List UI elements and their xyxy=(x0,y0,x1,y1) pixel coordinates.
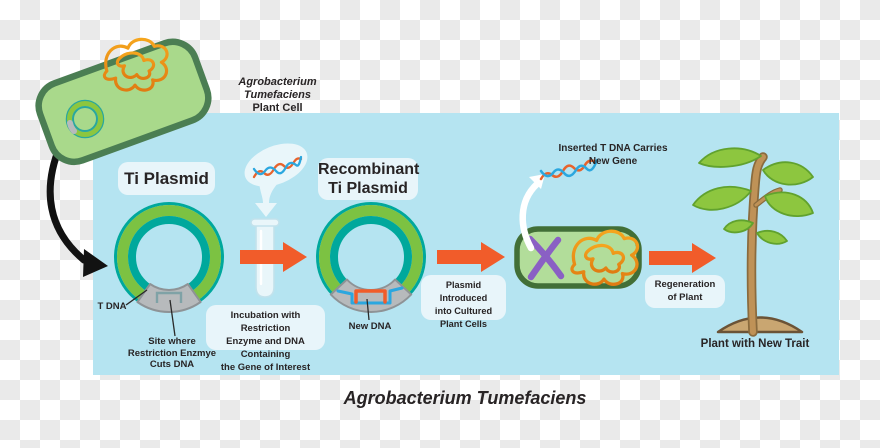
recombinant-title-line1: Recombinant xyxy=(318,161,420,178)
bacterium-cell xyxy=(35,37,212,166)
leaf-upper-right xyxy=(762,161,814,186)
t-dna-sector-recombinant xyxy=(329,278,413,313)
t-dna-sector xyxy=(136,283,202,313)
soil-mound xyxy=(716,316,804,334)
leaf-right xyxy=(764,191,814,218)
new-dna-pointer-line xyxy=(366,298,370,321)
inserted-line2: New Gene xyxy=(588,156,638,167)
restriction-cut-notch xyxy=(155,291,183,303)
arrow-bacterium-to-plasmid xyxy=(46,142,108,277)
dna-helix-gene-icon xyxy=(252,155,303,179)
arrow-regenerate xyxy=(649,243,716,273)
regeneration-line2: of Plant xyxy=(667,292,703,303)
ti-plasmid-title-box: Ti Plasmid xyxy=(118,162,215,195)
recombinant-title-line2: Ti Plasmid xyxy=(328,180,408,197)
gene-of-interest-blob xyxy=(244,143,308,217)
leaf-left xyxy=(692,185,752,211)
new-dna-insert xyxy=(336,286,404,305)
leaf-small-right xyxy=(756,229,788,245)
inserted-dna-label: Inserted T DNA Carries New Gene xyxy=(553,142,673,168)
cut-site-line3: Cuts DNA xyxy=(149,359,195,370)
arrow-introduce xyxy=(437,242,505,272)
bacterium-dna-tangle xyxy=(102,37,169,92)
arrow-incubation xyxy=(240,242,307,272)
bacterium-species-label: Agrobacterium Tumefaciens xyxy=(238,76,317,101)
cut-site-label: Site where Restriction Enzmye Cuts DNA xyxy=(121,336,223,371)
new-dna-label: New DNA xyxy=(348,321,392,332)
cultured-plant-cell xyxy=(514,226,642,289)
introduction-line3: Plant Cells xyxy=(440,319,487,329)
leaf-small-left xyxy=(723,219,754,234)
t-dna-label: T DNA xyxy=(97,301,127,312)
plant-caption: Plant with New Trait xyxy=(700,338,810,350)
plant-with-new-trait xyxy=(692,147,814,337)
incubation-line1: Incubation with Restriction xyxy=(230,310,301,334)
leaf-top xyxy=(698,147,762,168)
regeneration-caption-box: Regeneration of Plant xyxy=(645,275,725,308)
chromosome-icon xyxy=(526,235,565,281)
regeneration-line1: Regeneration xyxy=(654,279,716,290)
cut-site-pointer-line xyxy=(169,299,176,337)
introduction-caption-box: Plasmid Introduced into Cultured Plant C… xyxy=(421,275,506,329)
bacterium-label: Agrobacterium Tumefaciens Plant Cell xyxy=(205,76,350,115)
incubation-line2: Enzyme and DNA Containing xyxy=(226,336,305,360)
introduction-line2: into Cultured xyxy=(434,306,493,316)
cell-dna-tangle xyxy=(570,229,640,286)
bacterium-plasmid-icon xyxy=(65,99,105,139)
incubation-caption-box: Incubation with Restriction Enzyme and D… xyxy=(206,305,325,373)
ti-plasmid-title: Ti Plasmid xyxy=(124,169,209,188)
recombinant-plasmid-ring xyxy=(316,202,426,313)
recombinant-title-box: Recombinant Ti Plasmid xyxy=(318,158,420,200)
bacterium-cell-label: Plant Cell xyxy=(252,102,303,114)
cut-site-line1: Site where xyxy=(148,336,196,347)
t-dna-pointer-line xyxy=(125,289,148,306)
inserted-line1: Inserted T DNA Carries xyxy=(558,143,668,154)
introduction-line1: Plasmid Introduced xyxy=(439,280,488,303)
cut-site-line2: Restriction Enzmye xyxy=(127,347,217,359)
incubation-line3: the Gene of Interest xyxy=(220,362,311,373)
page-title: Agrobacterium Tumefaciens xyxy=(343,388,587,408)
inserted-dna-helix xyxy=(539,158,599,181)
ti-plasmid-ring xyxy=(114,202,224,313)
